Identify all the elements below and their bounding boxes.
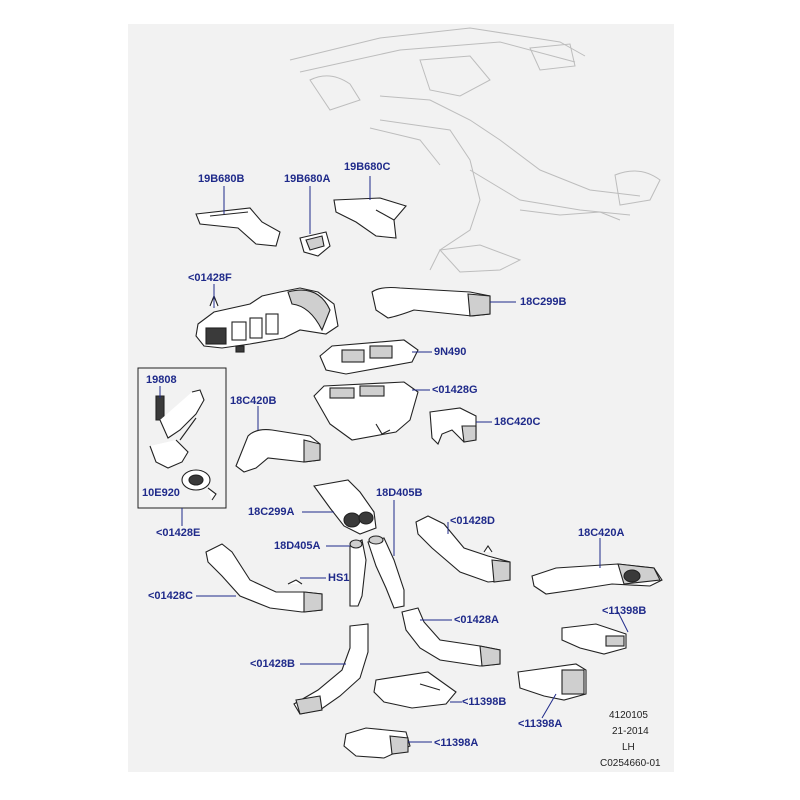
reference-date: 21-2014 [612, 726, 649, 737]
label-19B680C: 19B680C [344, 161, 391, 173]
reference-number: 4120105 [609, 710, 648, 721]
part-18C420A [531, 563, 663, 595]
label-11398A-right: <11398A [518, 718, 563, 730]
part-18D405A [349, 539, 367, 607]
label-HS1: HS1 [328, 572, 350, 584]
part-19B680A [299, 231, 331, 257]
part-18C420C [429, 407, 477, 445]
part-18C299A [313, 479, 377, 535]
label-01428F: <01428F [188, 272, 232, 284]
part-01428C [205, 543, 323, 613]
part-11398B-right [561, 623, 627, 655]
part-9N490 [319, 339, 419, 375]
part-18C420B [235, 429, 321, 473]
reference-code: C0254660-01 [600, 758, 661, 769]
label-01428G: <01428G [432, 384, 478, 396]
part-19B680B [195, 207, 281, 247]
label-18C420B: 18C420B [230, 395, 277, 407]
label-19B680A: 19B680A [284, 173, 331, 185]
part-19B680C [333, 197, 407, 239]
dashboard-ghost-outline [289, 27, 661, 273]
part-01428F [195, 287, 339, 353]
label-10E920: 10E920 [142, 487, 180, 499]
label-11398B-center: <11398B [462, 696, 507, 708]
label-9N490: 9N490 [434, 346, 467, 358]
label-01428C: <01428C [148, 590, 193, 602]
part-18C299B [371, 286, 491, 319]
label-18D405A: 18D405A [274, 540, 321, 552]
label-11398B-right: <11398B [602, 605, 647, 617]
part-18D405B [367, 535, 405, 609]
label-01428A: <01428A [454, 614, 499, 626]
part-11398A-bottom [343, 727, 411, 759]
part-01428G [313, 381, 419, 441]
part-11398B-center [373, 671, 457, 709]
label-18C420C: 18C420C [494, 416, 541, 428]
label-18D405B: 18D405B [376, 487, 423, 499]
label-19B680B: 19B680B [198, 173, 245, 185]
label-01428E: <01428E [156, 527, 201, 539]
part-19808-harness [149, 389, 205, 469]
label-18C299B: 18C299B [520, 296, 567, 308]
part-11398A-right [517, 663, 587, 701]
part-01428B [293, 623, 369, 715]
reference-side: LH [622, 742, 635, 753]
label-18C299A: 18C299A [248, 506, 295, 518]
label-18C420A: 18C420A [578, 527, 625, 539]
part-10E920-motor [181, 469, 217, 501]
label-11398A-bottom: <11398A [434, 737, 479, 749]
label-01428D: <01428D [450, 515, 495, 527]
label-01428B: <01428B [250, 658, 295, 670]
label-19808: 19808 [146, 374, 177, 386]
part-01428D [415, 515, 511, 583]
part-01428A [401, 607, 501, 667]
